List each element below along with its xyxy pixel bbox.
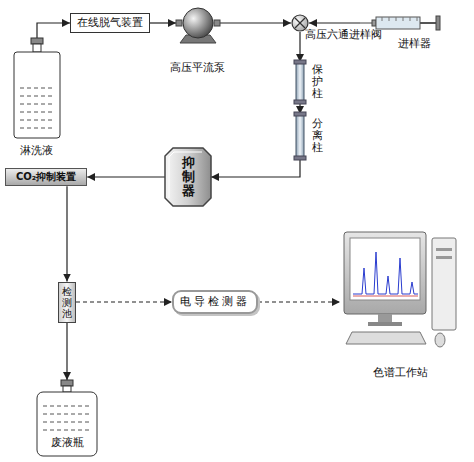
bottle-cap	[61, 380, 73, 386]
box-text: 在线脱气装置	[77, 16, 143, 30]
box-text: 抑制器	[182, 156, 195, 199]
node-label: 淋洗液	[20, 144, 53, 158]
flow-line	[150, 22, 176, 23]
node-label: 保护柱	[312, 64, 323, 100]
separation-column: 分离柱	[296, 114, 304, 158]
column-fitting	[294, 156, 306, 160]
liquid-line	[20, 96, 54, 97]
waste-bottle: 废液瓶	[35, 380, 99, 456]
syringe-scale	[396, 17, 397, 21]
pump-port	[176, 20, 182, 26]
syringe-scale	[403, 17, 404, 21]
column-fitting	[294, 60, 306, 64]
suppressor-shape	[165, 148, 211, 206]
process-box: CO₂抑制装置	[5, 168, 87, 187]
syringe-plunger	[420, 22, 436, 24]
liquid-line	[20, 128, 54, 129]
signal-line	[258, 301, 340, 302]
liquid-line	[43, 430, 91, 431]
column-fitting	[294, 100, 306, 104]
node-label: 高压六通进样阀	[305, 28, 382, 42]
process-box: 在线脱气装置	[70, 13, 150, 33]
box-text: 电导检测器	[180, 295, 250, 309]
workstation-icon: 色谱工作站	[340, 228, 460, 356]
suppressor-box: 抑制器	[165, 148, 211, 206]
bottle-body	[14, 52, 60, 138]
column-fitting	[294, 112, 306, 116]
liquid-line	[20, 112, 54, 113]
monitor-frame	[344, 232, 426, 314]
suppressor-highlight	[169, 152, 202, 198]
connector-group	[37, 23, 360, 380]
node-label: 分离柱	[312, 118, 323, 154]
syringe-needle	[360, 23, 372, 24]
pump-icon: 高压平流泵	[176, 3, 220, 43]
syringe-barrel	[376, 17, 420, 29]
monitor-stand	[378, 314, 392, 322]
mouse	[435, 333, 445, 347]
column-tube	[296, 114, 304, 158]
eluent-bottle	[12, 38, 62, 138]
detector-box: 电导检测器	[172, 290, 258, 314]
column-tube	[296, 62, 304, 102]
monitor-screen	[350, 238, 420, 300]
pump-icon	[176, 3, 220, 43]
syringe-scale	[410, 17, 411, 21]
liquid-line	[43, 414, 91, 415]
pump-port	[214, 20, 220, 26]
node-label: 高压平流泵	[170, 61, 225, 75]
bottle-neck	[33, 44, 41, 52]
liquid-line	[20, 120, 54, 121]
flow-line	[211, 158, 300, 177]
syringe-scale	[389, 17, 390, 21]
liquid-line	[43, 406, 91, 407]
detector-cell: 检测池	[58, 282, 76, 323]
liquid-line	[20, 104, 54, 105]
syringe-icon: 进样器	[360, 15, 442, 31]
syringe-icon	[360, 15, 442, 31]
box-text: CO₂抑制装置	[16, 171, 76, 184]
flow-line	[37, 23, 70, 38]
liquid-line	[43, 422, 91, 423]
monitor-base	[368, 322, 402, 326]
flow-line	[66, 323, 67, 381]
flow-line	[309, 22, 360, 23]
pump-body	[183, 8, 213, 38]
syringe-scale	[417, 17, 418, 21]
bottle-cap	[31, 38, 43, 44]
valve-cross	[295, 18, 305, 28]
keyboard	[346, 332, 426, 344]
node-label: 进样器	[398, 37, 431, 51]
eluent-bottle: 淋洗液	[12, 38, 62, 138]
bottle-neck	[63, 386, 71, 392]
flow-line	[220, 22, 291, 23]
separation-column	[296, 114, 304, 158]
pc-drive	[436, 256, 452, 259]
chromatogram	[353, 252, 418, 294]
pc-drive	[436, 248, 452, 251]
flow-line	[66, 186, 67, 281]
syringe-hub	[372, 20, 376, 26]
node-label: 废液瓶	[35, 436, 99, 450]
syringe-scale	[382, 17, 383, 21]
node-label: 色谱工作站	[340, 366, 460, 380]
syringe-handle	[436, 16, 440, 30]
guard-column: 保护柱	[296, 62, 304, 102]
flow-line	[87, 176, 165, 177]
pc-tower	[432, 238, 456, 330]
box-text: 检测池	[62, 286, 72, 319]
guard-column	[296, 62, 304, 102]
liquid-line	[20, 88, 54, 89]
flow-line	[299, 32, 300, 62]
chromatogram-axis	[353, 296, 418, 297]
signal-line	[76, 301, 172, 302]
workstation-icon	[340, 228, 460, 356]
valve-symbol: 高压六通进样阀	[291, 14, 309, 32]
valve-cross	[295, 18, 305, 28]
